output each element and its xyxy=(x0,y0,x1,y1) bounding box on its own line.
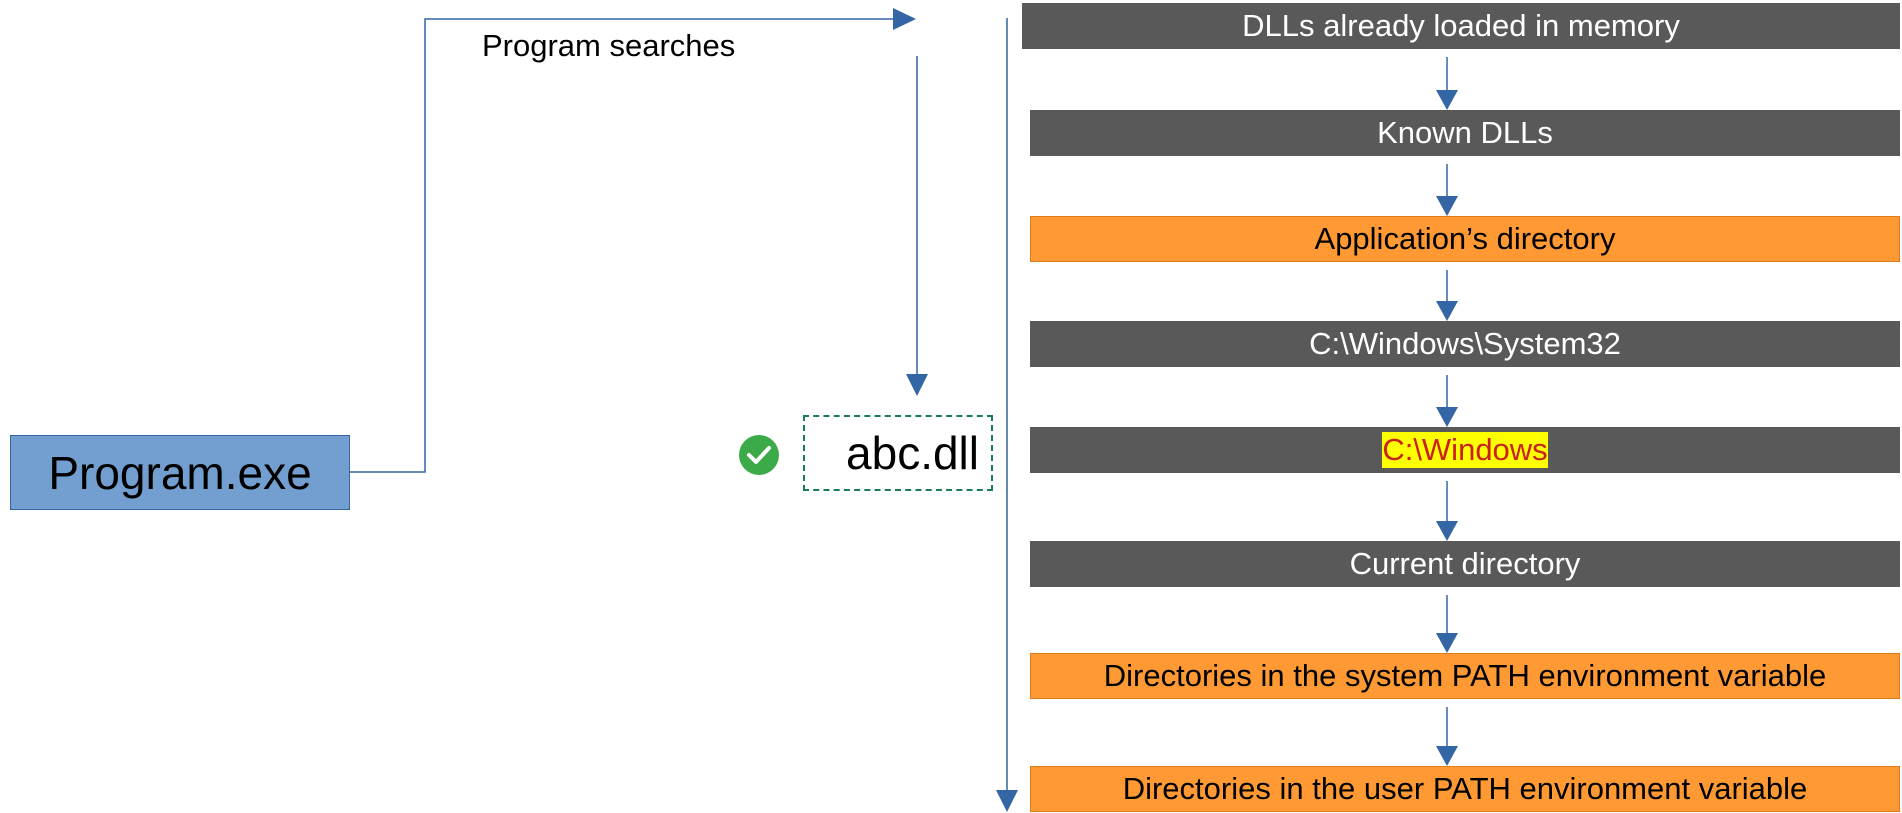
step-arrowhead-3 xyxy=(1436,301,1458,321)
search-step-label: Directories in the system PATH environme… xyxy=(1103,658,1827,693)
program-searches-label: Program searches xyxy=(482,28,736,63)
abc-dll-label: abc.dll xyxy=(846,427,979,479)
step-arrowhead-6 xyxy=(1436,633,1458,653)
search-step-4: C:\Windows\System32 xyxy=(1030,321,1900,367)
program-search-connector xyxy=(350,18,893,473)
step-arrowhead-4 xyxy=(1436,407,1458,427)
search-step-label: C:\Windows xyxy=(1382,432,1548,468)
search-step-label: Current directory xyxy=(1349,546,1581,581)
step-arrowhead-7 xyxy=(1436,746,1458,766)
program-search-arrowhead xyxy=(893,8,916,30)
step-arrowhead-5 xyxy=(1436,521,1458,541)
search-step-label: Known DLLs xyxy=(1377,115,1553,150)
search-step-7: Directories in the system PATH environme… xyxy=(1030,653,1900,699)
search-step-label: C:\Windows\System32 xyxy=(1309,326,1621,361)
search-step-2: Known DLLs xyxy=(1030,110,1900,156)
search-order-axis-arrowhead xyxy=(996,790,1018,812)
step-arrows xyxy=(1436,57,1458,766)
search-step-5: C:\Windows xyxy=(1030,427,1900,473)
search-step-label: Application’s directory xyxy=(1314,221,1616,256)
abc-dll-box: abc.dll xyxy=(803,415,993,491)
program-exe-label: Program.exe xyxy=(48,446,312,499)
check-circle-icon xyxy=(739,435,779,475)
search-step-3: Application’s directory xyxy=(1030,216,1900,262)
search-step-label: DLLs already loaded in memory xyxy=(1242,8,1680,43)
program-exe-box: Program.exe xyxy=(10,435,350,510)
step-arrowhead-2 xyxy=(1436,196,1458,216)
step-arrowhead-1 xyxy=(1436,90,1458,110)
search-step-8: Directories in the user PATH environment… xyxy=(1030,766,1900,812)
dll-found-arrowhead xyxy=(906,374,928,396)
search-step-1: DLLs already loaded in memory xyxy=(1022,3,1900,49)
search-step-6: Current directory xyxy=(1030,541,1900,587)
search-step-label: Directories in the user PATH environment… xyxy=(1122,771,1808,806)
